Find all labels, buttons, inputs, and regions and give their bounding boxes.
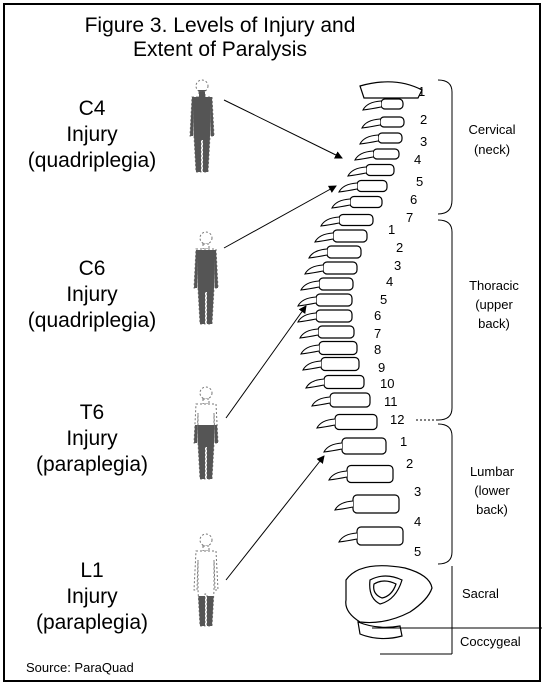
vertebra — [321, 358, 359, 371]
vertebra — [324, 376, 364, 389]
body-figure-l1 — [194, 534, 218, 626]
region-thoracic-line3: back) — [478, 316, 510, 331]
vertebra-number-cervical-1: 1 — [418, 84, 425, 99]
region-lumbar-line2: (lower — [474, 483, 510, 498]
region-lumbar-line3: back) — [476, 502, 508, 517]
vertebra — [327, 246, 361, 258]
vertebra-process — [335, 501, 353, 510]
vertebra-process — [355, 151, 373, 160]
vertebra-process — [306, 379, 324, 388]
vertebra-number-lumbar-3: 3 — [414, 484, 421, 499]
vertebra-process — [315, 233, 333, 242]
vertebra-process — [301, 345, 319, 354]
vertebra-number-thoracic-10: 10 — [380, 376, 394, 391]
vertebra — [380, 117, 404, 127]
arrow-l1 — [226, 456, 324, 580]
arrow-c4 — [224, 100, 342, 158]
vertebra — [319, 342, 357, 355]
vertebra-number-cervical-5: 5 — [416, 174, 423, 189]
vertebra-number-thoracic-6: 6 — [374, 308, 381, 323]
vertebra — [323, 262, 357, 274]
vertebra — [316, 310, 352, 322]
numbers-cervical: 1 2 3 4 5 6 7 — [406, 84, 427, 225]
vertebra — [373, 149, 399, 159]
vertebra-number-cervical-2: 2 — [420, 112, 427, 127]
vertebra-process — [339, 533, 357, 542]
vertebra-number-thoracic-9: 9 — [378, 360, 385, 375]
vertebra-number-thoracic-8: 8 — [374, 342, 381, 357]
vertebra — [333, 230, 367, 242]
vertebra-process — [360, 135, 378, 144]
vertebra-number-cervical-4: 4 — [414, 152, 421, 167]
vertebra-process — [321, 217, 339, 226]
bracket-thoracic — [438, 220, 452, 420]
body-figure-c6 — [194, 232, 218, 324]
arrow-t6 — [226, 306, 306, 418]
region-thoracic-line1: Thoracic — [469, 278, 519, 293]
vertebra-process — [362, 119, 380, 128]
vertebra-number-cervical-6: 6 — [410, 192, 417, 207]
bracket-cervical — [438, 80, 452, 214]
vertebra-process — [363, 101, 381, 110]
vertebra-number-thoracic-5: 5 — [380, 292, 387, 307]
vertebra-number-lumbar-4: 4 — [414, 514, 421, 529]
vertebra-number-lumbar-1: 1 — [400, 434, 407, 449]
vertebra — [318, 326, 354, 338]
vertebra-process — [324, 443, 342, 452]
vertebra-process — [339, 183, 357, 192]
region-coccygeal: Coccygeal — [460, 634, 521, 649]
vertebra-process — [309, 249, 327, 258]
body-figure-t6 — [194, 387, 218, 479]
vertebra — [366, 165, 394, 176]
vertebra-number-thoracic-4: 4 — [386, 274, 393, 289]
vertebra — [381, 99, 403, 109]
vertebra-number-cervical-7: 7 — [406, 210, 413, 225]
body-figure-c4 — [190, 80, 214, 172]
vertebra-number-thoracic-2: 2 — [396, 240, 403, 255]
region-thoracic-line2: (upper — [475, 297, 513, 312]
vertebra — [330, 393, 370, 407]
vertebra-process — [312, 397, 330, 406]
region-sacral: Sacral — [462, 586, 499, 601]
vertebra-process — [317, 419, 335, 428]
vertebra-process — [305, 265, 323, 274]
vertebra — [350, 197, 382, 208]
vertebra — [316, 294, 352, 306]
vertebra-process — [300, 329, 318, 338]
vertebra-process — [298, 313, 316, 322]
vertebra-number-thoracic-11: 11 — [384, 394, 398, 409]
region-cervical-line1: Cervical — [469, 122, 516, 137]
vertebrae — [298, 99, 404, 545]
vertebra-number-thoracic-1: 1 — [388, 222, 395, 237]
vertebra — [378, 133, 402, 143]
bracket-lumbar — [438, 424, 452, 564]
vertebra — [319, 278, 353, 290]
vertebra-number-cervical-3: 3 — [420, 134, 427, 149]
vertebra-process — [301, 281, 319, 290]
vertebra — [335, 415, 377, 430]
vertebra-process — [298, 297, 316, 306]
vertebra — [347, 466, 393, 483]
vertebra-process — [348, 167, 366, 176]
vertebra-number-thoracic-3: 3 — [394, 258, 401, 273]
vertebra-number-thoracic-7: 7 — [374, 326, 381, 341]
vertebra — [357, 527, 403, 545]
vertebra — [342, 438, 386, 454]
vertebra-process — [332, 199, 350, 208]
vertebra — [357, 181, 387, 192]
vertebra — [339, 215, 373, 226]
region-cervical-line2: (neck) — [474, 142, 510, 157]
vertebra-number-lumbar-5: 5 — [414, 544, 421, 559]
vertebra-process — [329, 471, 347, 480]
vertebra-number-lumbar-2: 2 — [406, 456, 413, 471]
region-lumbar-line1: Lumbar — [470, 464, 515, 479]
vertebra-number-thoracic-12: 12 — [390, 412, 404, 427]
vertebra — [353, 495, 399, 513]
vertebra-process — [303, 361, 321, 370]
